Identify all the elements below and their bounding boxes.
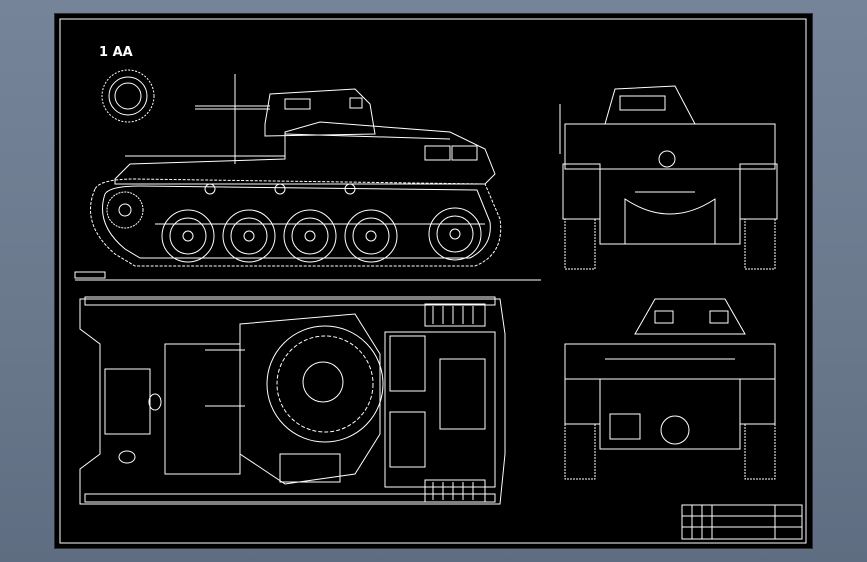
rear-turret-plate bbox=[279, 453, 341, 483]
spare-wheel-outer bbox=[101, 69, 155, 123]
rear-tool-box bbox=[609, 413, 641, 440]
stowage-box bbox=[424, 145, 451, 161]
idler-wheel-hub bbox=[449, 228, 461, 240]
engine-hatch-2 bbox=[389, 411, 426, 468]
front-track-right bbox=[744, 218, 776, 270]
turret-top bbox=[239, 313, 381, 485]
rear-turret-port-left bbox=[654, 310, 674, 324]
road-wheel-4-rim bbox=[352, 217, 390, 255]
tool-bracket bbox=[118, 450, 136, 464]
return-roller-2 bbox=[274, 183, 286, 195]
front-glacis bbox=[624, 198, 716, 245]
road-wheel-1-hub bbox=[182, 230, 194, 242]
hull-top-line bbox=[284, 133, 451, 140]
road-wheel-2-hub bbox=[243, 230, 255, 242]
idler-wheel-rim bbox=[436, 215, 474, 253]
road-wheel-2-rim bbox=[230, 217, 268, 255]
return-roller-1 bbox=[204, 183, 216, 195]
track-outline bbox=[90, 178, 502, 267]
front-turret bbox=[604, 85, 696, 125]
engine-deck bbox=[384, 331, 496, 488]
front-hatch bbox=[104, 368, 151, 435]
driver-compartment bbox=[164, 343, 241, 475]
spare-wheel-hub bbox=[114, 82, 142, 110]
rear-fender-right bbox=[739, 378, 776, 425]
dim-label-box bbox=[74, 271, 106, 279]
turret-ring-inner bbox=[276, 335, 374, 433]
idler-wheel bbox=[428, 207, 482, 261]
cad-drawing: 1 AA bbox=[59, 18, 807, 544]
sprocket-hub bbox=[118, 203, 132, 217]
hull-side bbox=[114, 121, 496, 185]
commander-hatch bbox=[302, 361, 344, 403]
rear-hull-upper bbox=[564, 343, 776, 380]
headlight bbox=[148, 393, 162, 411]
engine-hatch-3 bbox=[439, 358, 486, 430]
engine-grille-bottom bbox=[424, 479, 486, 503]
road-wheel-2 bbox=[222, 209, 276, 263]
front-view bbox=[559, 85, 778, 270]
turret-hatch bbox=[349, 97, 363, 109]
track-guard-bottom bbox=[84, 493, 496, 503]
front-hull-upper bbox=[564, 123, 776, 170]
spare-wheel-rim bbox=[108, 76, 148, 116]
inner-border bbox=[59, 18, 807, 544]
front-fender-left bbox=[562, 163, 601, 220]
drawing-sheet: 1 AA bbox=[55, 14, 812, 548]
rear-fender-left bbox=[564, 378, 601, 425]
rear-track-right bbox=[744, 423, 776, 480]
rear-exhaust-muffler bbox=[660, 415, 690, 445]
front-fender-right bbox=[739, 163, 778, 220]
rear-view bbox=[564, 298, 776, 480]
return-roller-3 bbox=[344, 183, 356, 195]
track-inner bbox=[102, 185, 491, 259]
front-track-left bbox=[564, 218, 596, 270]
engine-grille-top bbox=[424, 303, 486, 327]
title-block bbox=[681, 504, 803, 540]
front-hull-lower bbox=[599, 168, 741, 245]
rear-track-left bbox=[564, 423, 596, 480]
engine-hatch-1 bbox=[389, 335, 426, 392]
road-wheel-1-rim bbox=[169, 217, 207, 255]
road-wheel-1 bbox=[161, 209, 215, 263]
front-headlight bbox=[658, 150, 676, 168]
track-guard-top bbox=[84, 296, 496, 306]
road-wheel-3-rim bbox=[291, 217, 329, 255]
view-label: 1 AA bbox=[99, 45, 133, 60]
top-view bbox=[79, 296, 506, 505]
road-wheel-4-hub bbox=[365, 230, 377, 242]
road-wheel-3-hub bbox=[304, 230, 316, 242]
hull-top-outline bbox=[79, 298, 506, 505]
road-wheel-3 bbox=[283, 209, 337, 263]
turret-ring-outer bbox=[266, 325, 384, 443]
rear-turret bbox=[634, 298, 746, 335]
side-view bbox=[90, 69, 502, 267]
drive-sprocket bbox=[106, 191, 144, 229]
stowage-box-2 bbox=[451, 145, 478, 161]
rear-turret-port-right bbox=[709, 310, 729, 324]
vision-port bbox=[284, 98, 311, 110]
road-wheel-4 bbox=[344, 209, 398, 263]
title-block-frame bbox=[681, 504, 803, 540]
front-vision-block bbox=[619, 95, 666, 111]
turret-side bbox=[264, 88, 376, 137]
